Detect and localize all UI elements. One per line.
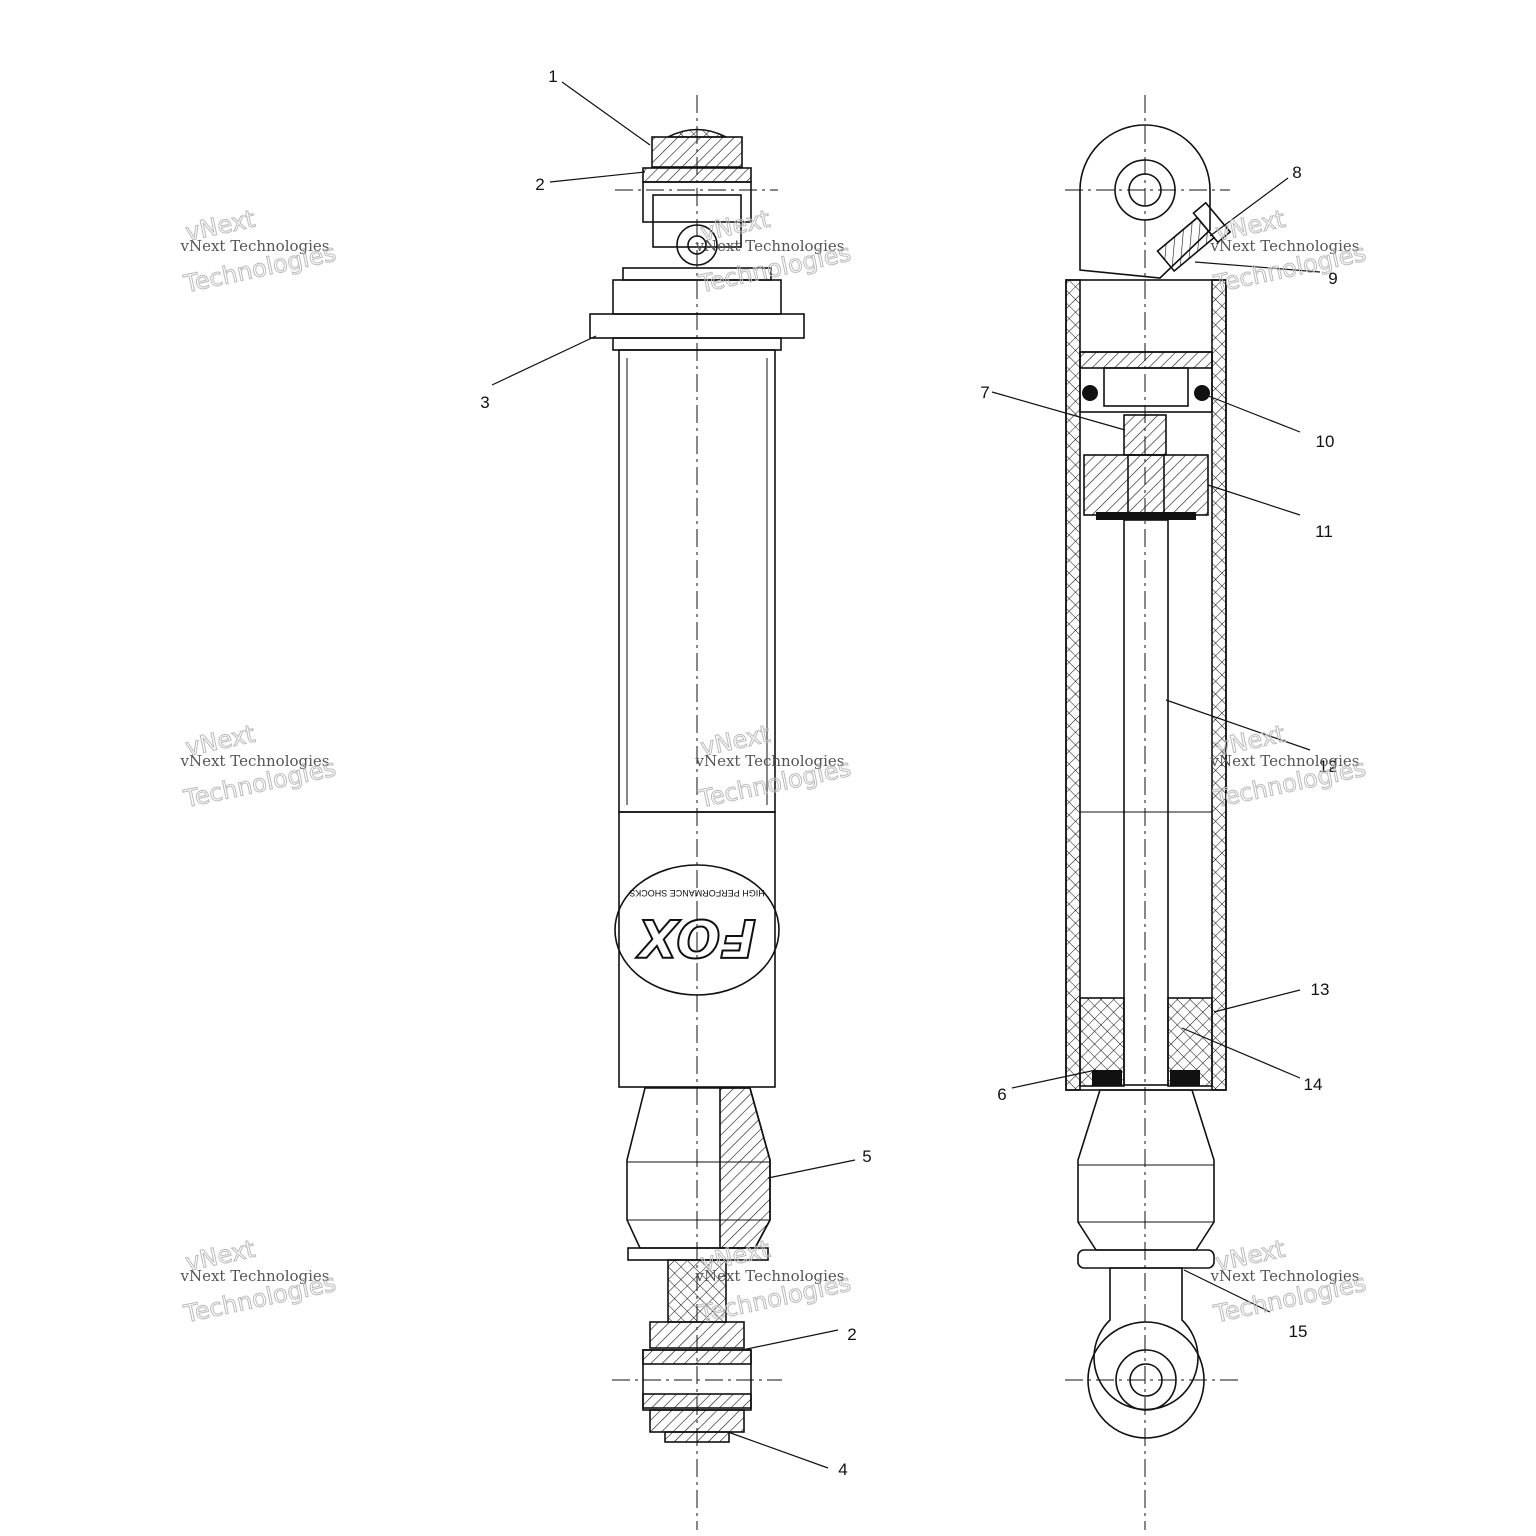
top-washer xyxy=(642,167,752,183)
brand-logo-text: FOX xyxy=(635,907,756,967)
svg-text:vNext Technologies: vNext Technologies xyxy=(179,237,329,255)
right-bump-stop xyxy=(1077,1089,1215,1251)
watermark: vNext vNext Technologies Technologies xyxy=(1209,1234,1368,1329)
svg-text:vNext Technologies: vNext Technologies xyxy=(694,752,844,770)
top-cap xyxy=(667,128,727,138)
callout-2-bottom: 2 xyxy=(847,1325,856,1344)
leader-lines xyxy=(491,81,1321,1469)
right-lower-plate xyxy=(1077,1249,1215,1269)
watermark: vNext vNext Technologies Technologies xyxy=(694,719,853,814)
callout-labels: 1 2 3 4 5 2 6 7 8 9 10 11 12 13 14 15 xyxy=(480,67,1337,1479)
watermark: vNext vNext Technologies Technologies xyxy=(1209,204,1368,299)
o-ring-left xyxy=(1082,385,1098,401)
lower-washer xyxy=(664,1431,730,1443)
watermark: vNext vNext Technologies Technologies xyxy=(179,719,338,814)
brand-logo-oval xyxy=(614,864,780,996)
right-shock-section xyxy=(1065,95,1240,1530)
callout-13: 13 xyxy=(1311,980,1330,999)
o-ring-right xyxy=(1194,385,1210,401)
svg-text:vNext Technologies: vNext Technologies xyxy=(179,1267,329,1285)
air-valve-core xyxy=(687,235,707,255)
watermark: vNext vNext Technologies Technologies xyxy=(179,1234,338,1329)
air-fitting xyxy=(1156,201,1232,273)
callout-3: 3 xyxy=(480,393,489,412)
brand-logo-subtext: HIGH PERFORMANCE SHOCKS xyxy=(629,888,765,898)
right-top-eye xyxy=(1079,124,1211,279)
svg-text:vNext Technologies: vNext Technologies xyxy=(694,237,844,255)
callout-1: 1 xyxy=(548,67,557,86)
left-shock-exterior: HIGH PERFORMANCE SHOCKS FOX xyxy=(589,95,805,1530)
callout-15: 15 xyxy=(1289,1322,1308,1341)
lower-bushing-bottom xyxy=(649,1409,745,1433)
svg-text:vNext Technologies: vNext Technologies xyxy=(1209,1267,1359,1285)
callout-5: 5 xyxy=(862,1147,871,1166)
callout-12: 12 xyxy=(1319,757,1338,776)
shaft xyxy=(1123,519,1169,1086)
right-lower-eye xyxy=(1093,1267,1199,1411)
callout-6: 6 xyxy=(997,1085,1006,1104)
callout-14: 14 xyxy=(1304,1075,1323,1094)
watermark: vNext vNext Technologies Technologies xyxy=(694,1234,853,1329)
top-mount-lower xyxy=(652,194,742,248)
air-valve xyxy=(676,224,718,266)
main-piston xyxy=(1083,454,1209,516)
svg-text:vNext Technologies: vNext Technologies xyxy=(1209,237,1359,255)
svg-text:vNext Technologies: vNext Technologies xyxy=(694,1267,844,1285)
top-bushing xyxy=(651,136,743,168)
callout-8: 8 xyxy=(1292,163,1301,182)
callout-7: 7 xyxy=(980,383,989,402)
callout-10: 10 xyxy=(1316,432,1335,451)
piston-shim xyxy=(1096,512,1196,520)
lower-bushing-top xyxy=(649,1321,745,1349)
piston-nut xyxy=(1123,414,1167,456)
svg-text:vNext Technologies: vNext Technologies xyxy=(1209,752,1359,770)
svg-text:vNext Technologies: vNext Technologies xyxy=(179,752,329,770)
callout-4: 4 xyxy=(838,1460,847,1479)
callout-11: 11 xyxy=(1315,522,1333,541)
watermark: vNext vNext Technologies Technologies xyxy=(179,204,338,299)
right-body-shell xyxy=(1065,279,1227,1091)
watermark: vNext vNext Technologies Technologies xyxy=(694,204,853,299)
callout-9: 9 xyxy=(1328,269,1337,288)
top-mount-body xyxy=(642,181,752,223)
callout-2-top: 2 xyxy=(535,175,544,194)
